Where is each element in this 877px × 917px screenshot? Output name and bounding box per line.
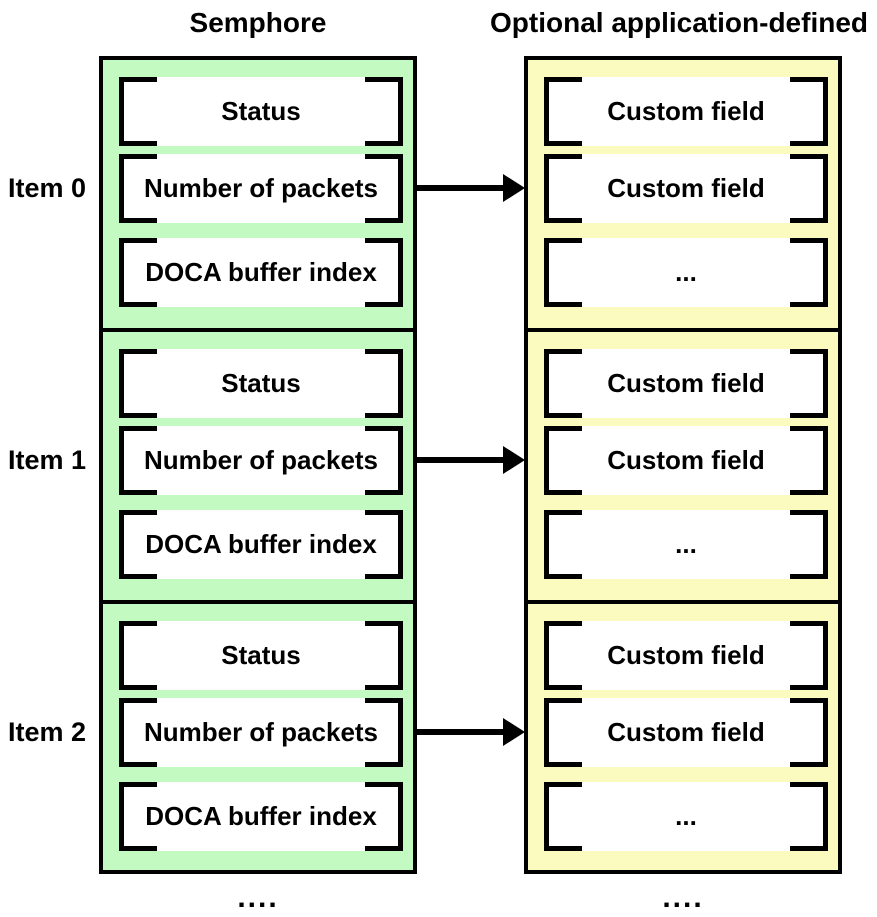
bracket-left-icon [119, 510, 157, 579]
bracket-right-icon [790, 510, 828, 579]
bracket-left-icon [544, 154, 582, 223]
bracket-right-icon [790, 621, 828, 690]
custom-column-ellipsis: .... [662, 881, 704, 914]
custom-column-title: Optional application-defined [490, 7, 868, 38]
semaphore-field-doca-index: DOCA buffer index [119, 510, 403, 579]
arrow-head [503, 174, 525, 202]
item-2-label: Item 2 [7, 717, 86, 747]
item-1-semaphore-box: Status Number of packets DOCA buffer ind… [99, 328, 417, 604]
bracket-right-icon [790, 77, 828, 146]
item-0-custom-box: Custom field Custom field ... [524, 56, 842, 332]
bracket-left-icon [544, 510, 582, 579]
item-1-custom-box: Custom field Custom field ... [524, 328, 842, 604]
bracket-left-icon [119, 238, 157, 307]
semaphore-field-num-packets: Number of packets [119, 154, 403, 223]
custom-field-ellipsis: ... [544, 782, 828, 851]
bracket-left-icon [544, 349, 582, 418]
semaphore-column-ellipsis: .... [237, 881, 279, 914]
bracket-left-icon [544, 698, 582, 767]
item-0-semaphore-box: Status Number of packets DOCA buffer ind… [99, 56, 417, 332]
bracket-left-icon [119, 154, 157, 223]
item-1-label: Item 1 [7, 445, 86, 475]
bracket-left-icon [119, 426, 157, 495]
item-2-semaphore-box: Status Number of packets DOCA buffer ind… [99, 600, 417, 874]
bracket-left-icon [544, 621, 582, 690]
bracket-right-icon [365, 77, 403, 146]
bracket-right-icon [790, 154, 828, 223]
semaphore-column-title: Semphore [189, 7, 327, 38]
bracket-left-icon [119, 621, 157, 690]
bracket-left-icon [544, 77, 582, 146]
bracket-left-icon [544, 426, 582, 495]
bracket-right-icon [365, 349, 403, 418]
arrow-right-icon [417, 446, 525, 474]
semaphore-field-num-packets: Number of packets [119, 698, 403, 767]
custom-field: Custom field [544, 426, 828, 495]
semaphore-field-status: Status [119, 349, 403, 418]
semaphore-field-status: Status [119, 77, 403, 146]
bracket-right-icon [790, 698, 828, 767]
custom-field: Custom field [544, 698, 828, 767]
item-0-label: Item 0 [7, 173, 86, 203]
arrow-right-icon [417, 718, 525, 746]
bracket-right-icon [790, 426, 828, 495]
bracket-right-icon [365, 621, 403, 690]
arrow-right-icon [417, 174, 525, 202]
semaphore-field-status: Status [119, 621, 403, 690]
bracket-right-icon [365, 154, 403, 223]
bracket-left-icon [119, 782, 157, 851]
arrow-head [503, 718, 525, 746]
bracket-right-icon [365, 426, 403, 495]
bracket-right-icon [365, 238, 403, 307]
custom-field-ellipsis: ... [544, 238, 828, 307]
arrow-shaft [417, 185, 505, 191]
bracket-left-icon [119, 77, 157, 146]
custom-field: Custom field [544, 621, 828, 690]
bracket-left-icon [544, 238, 582, 307]
custom-field: Custom field [544, 154, 828, 223]
bracket-left-icon [119, 349, 157, 418]
bracket-right-icon [365, 510, 403, 579]
arrow-head [503, 446, 525, 474]
item-2-custom-box: Custom field Custom field ... [524, 600, 842, 874]
bracket-right-icon [790, 238, 828, 307]
semaphore-field-doca-index: DOCA buffer index [119, 238, 403, 307]
custom-field: Custom field [544, 77, 828, 146]
arrow-shaft [417, 729, 505, 735]
bracket-left-icon [544, 782, 582, 851]
bracket-right-icon [790, 349, 828, 418]
semaphore-field-doca-index: DOCA buffer index [119, 782, 403, 851]
bracket-right-icon [365, 782, 403, 851]
bracket-right-icon [790, 782, 828, 851]
bracket-right-icon [365, 698, 403, 767]
custom-field: Custom field [544, 349, 828, 418]
bracket-left-icon [119, 698, 157, 767]
semaphore-field-num-packets: Number of packets [119, 426, 403, 495]
arrow-shaft [417, 457, 505, 463]
custom-field-ellipsis: ... [544, 510, 828, 579]
